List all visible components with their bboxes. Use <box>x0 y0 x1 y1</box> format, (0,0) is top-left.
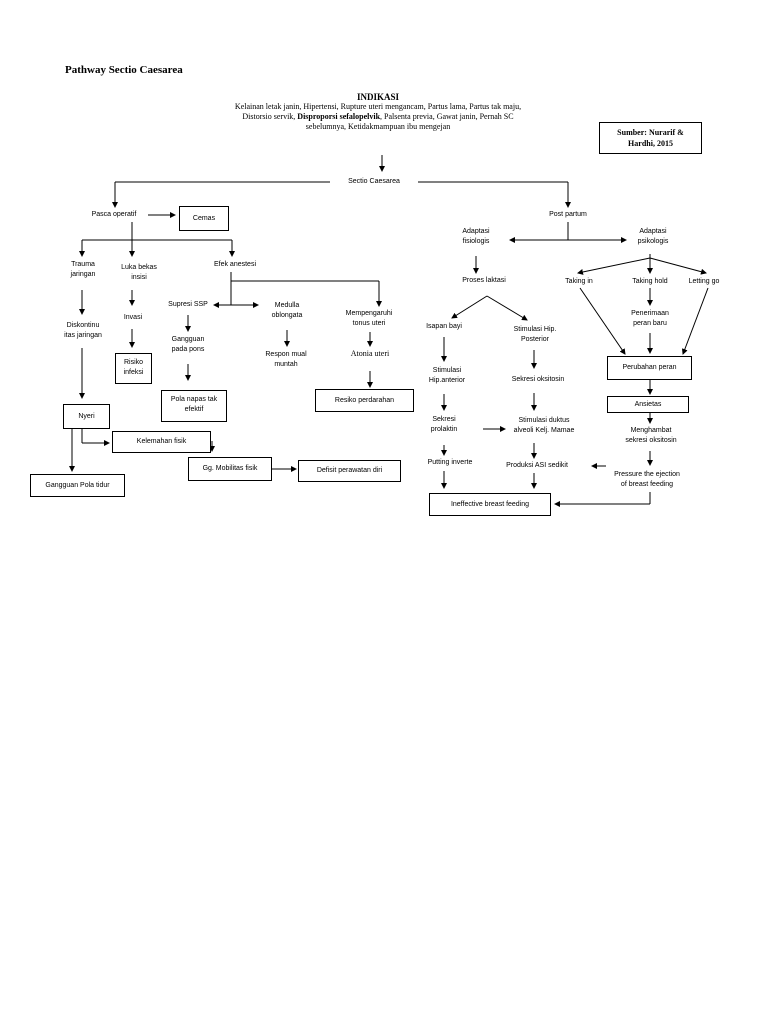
node-ineffective-breast-feeding: Ineffective breast feeding <box>429 493 551 516</box>
napas-line-2: efektif <box>184 406 204 413</box>
node-sekresi-oksitosin: Sekresi oksitosin <box>511 376 565 383</box>
node-post-partum: Post partum <box>549 211 587 218</box>
penerimaan-line-2: peran baru <box>633 320 667 327</box>
diskontinuitas-line-1: Diskontinu <box>66 322 100 329</box>
arrow-to-taking-in <box>577 257 651 275</box>
node-stimulasi-duktus: Stimulasi duktus alveoli Kelj. Mamae <box>498 416 590 436</box>
arrow-laktasi-isapan <box>451 295 488 319</box>
node-cemas: Cemas <box>179 206 229 231</box>
arrow-to-letting-go <box>649 257 707 275</box>
penerimaan-line-1: Penerimaan <box>631 310 669 317</box>
prolaktin-line-1: Sekresi <box>432 416 456 423</box>
node-invasi: Invasi <box>123 314 143 321</box>
trauma-line-1: Trauma <box>71 261 95 268</box>
respon-line-1: Respon mual <box>265 351 307 358</box>
page-title: Pathway Sectio Caesarea <box>65 64 183 76</box>
connectors <box>69 155 709 507</box>
node-produksi-asi: Produksi ASI sedikit <box>506 462 568 469</box>
node-taking-in: Taking in <box>565 278 593 285</box>
mempengaruhi-line-1: Mempengaruhi <box>345 310 393 317</box>
node-medulla-oblongata: Medulla oblongata <box>258 301 316 321</box>
indikasi-heading: INDIKASI <box>356 92 399 102</box>
pons-line-1: Gangguan <box>171 336 205 343</box>
napas-line-1: Pola napas tak <box>170 396 218 403</box>
indikasi-text: Kelainan letak janin, Hipertensi, Ruptur… <box>228 102 528 132</box>
diskontinuitas-line-2: itas jaringan <box>64 332 102 339</box>
fisiologis-line-2: fisiologis <box>462 238 490 245</box>
psikologis-line-2: psikologis <box>637 238 669 245</box>
node-gg-mobilitas-fisik: Gg. Mobilitas fisik <box>188 457 272 481</box>
node-ansietas: Ansietas <box>607 396 689 413</box>
sumber-line-1: Sumber: Nurarif & <box>617 128 684 137</box>
node-pressure-ejection: Pressure the ejection of breast feeding <box>602 470 692 490</box>
arrow-takingin-perubahan <box>579 287 626 355</box>
node-menghambat-oksitosin: Menghambat sekresi oksitosin <box>614 426 688 446</box>
prolaktin-line-2: prolaktin <box>430 426 458 433</box>
fisiologis-line-1: Adaptasi <box>462 228 490 235</box>
menghambat-line-2: sekresi oksitosin <box>625 437 677 444</box>
medulla-line-1: Medulla <box>274 302 300 309</box>
node-stimulasi-hip-posterior: Stimulasi Hip. Posterior <box>503 325 567 345</box>
respon-line-2: muntah <box>274 361 298 368</box>
node-respon-mual: Respon mual muntah <box>256 350 316 370</box>
node-risiko-infeksi: Risiko infeksi <box>115 353 152 384</box>
node-atonia-uteri: Atonia uteri <box>350 349 390 358</box>
trauma-line-2: jaringan <box>70 271 96 278</box>
node-putting-inverte: Putting inverte <box>427 459 473 466</box>
sumber-line-2: Hardhi, 2015 <box>628 139 673 148</box>
node-gangguan-pons: Gangguan pada pons <box>160 335 216 355</box>
node-nyeri: Nyeri <box>63 404 110 429</box>
arrow-lettinggo-perubahan <box>681 287 709 355</box>
risiko-line-2: infeksi <box>123 369 144 376</box>
menghambat-line-1: Menghambat <box>630 427 672 434</box>
pressure-line-2: of breast feeding <box>620 481 674 488</box>
node-resiko-perdarahan: Resiko perdarahan <box>315 389 414 412</box>
indikasi-text-pre: Kelainan letak janin, Hipertensi, Ruptur… <box>234 102 522 121</box>
indikasi-text-post: , Palsenta previa, Gawat janin, Pernah S… <box>305 112 514 131</box>
duktus-line-1: Stimulasi duktus <box>518 417 570 424</box>
indikasi-block: INDIKASI Kelainan letak janin, Hipertens… <box>228 92 528 132</box>
node-sectio-caesarea: Sectio Caesarea <box>348 178 400 185</box>
node-adaptasi-fisiologis: Adaptasi fisiologis <box>446 227 506 247</box>
node-adaptasi-psikologis: Adaptasi psikologis <box>623 227 683 247</box>
node-diskontinuitas: Diskontinu itas jaringan <box>54 321 112 341</box>
luka-line-1: Luka bekas <box>121 264 157 271</box>
pons-line-2: pada pons <box>171 346 205 353</box>
node-pasca-operatif: Pasca operatif <box>91 211 137 218</box>
node-supresi-ssp: Supresi SSP <box>168 301 208 308</box>
node-letting-go: Letting go <box>688 278 720 285</box>
medulla-line-2: oblongata <box>271 312 303 319</box>
mempengaruhi-line-2: tonus uteri <box>352 320 386 327</box>
node-isapan-bayi: Isapan bayi <box>426 323 462 330</box>
node-gangguan-pola-tidur: Gangguan Pola tidur <box>30 474 125 497</box>
hipant-line-1: Stimulasi <box>432 367 462 374</box>
luka-line-2: insisi <box>131 274 147 281</box>
hipant-line-2: Hip.anterior <box>428 377 466 384</box>
pressure-line-1: Pressure the ejection <box>614 471 680 478</box>
hippost-line-1: Stimulasi Hip. <box>513 326 557 333</box>
node-efek-anestesi: Efek anestesi <box>213 261 257 268</box>
node-perubahan-peran: Perubahan peran <box>607 356 692 380</box>
node-proses-laktasi: Proses laktasi <box>462 277 506 284</box>
node-luka-bekas-insisi: Luka bekas insisi <box>111 263 167 283</box>
node-penerimaan-peran: Penerimaan peran baru <box>618 309 682 329</box>
node-pola-napas: Pola napas tak efektif <box>161 390 227 422</box>
node-trauma-jaringan: Trauma jaringan <box>58 260 108 280</box>
node-mempengaruhi-tonus: Mempengaruhi tonus uteri <box>336 309 402 329</box>
duktus-line-2: alveoli Kelj. Mamae <box>513 427 575 434</box>
node-sekresi-prolaktin: Sekresi prolaktin <box>418 415 470 435</box>
node-taking-hold: Taking hold <box>632 278 668 285</box>
hippost-line-2: Posterior <box>520 336 549 343</box>
node-kelemahan-fisik: Kelemahan fisik <box>112 431 211 453</box>
node-stimulasi-hip-anterior: Stimulasi Hip.anterior <box>418 366 476 386</box>
psikologis-line-1: Adaptasi <box>639 228 667 235</box>
risiko-line-1: Risiko <box>123 359 144 366</box>
indikasi-text-bold: Disproporsi sefalopelvik <box>297 112 381 121</box>
sumber-box: Sumber: Nurarif & Hardhi, 2015 <box>599 122 702 154</box>
arrow-laktasi-stimulasi-post <box>486 295 528 321</box>
node-defisit-perawatan-diri: Defisit perawatan diri <box>298 460 401 482</box>
